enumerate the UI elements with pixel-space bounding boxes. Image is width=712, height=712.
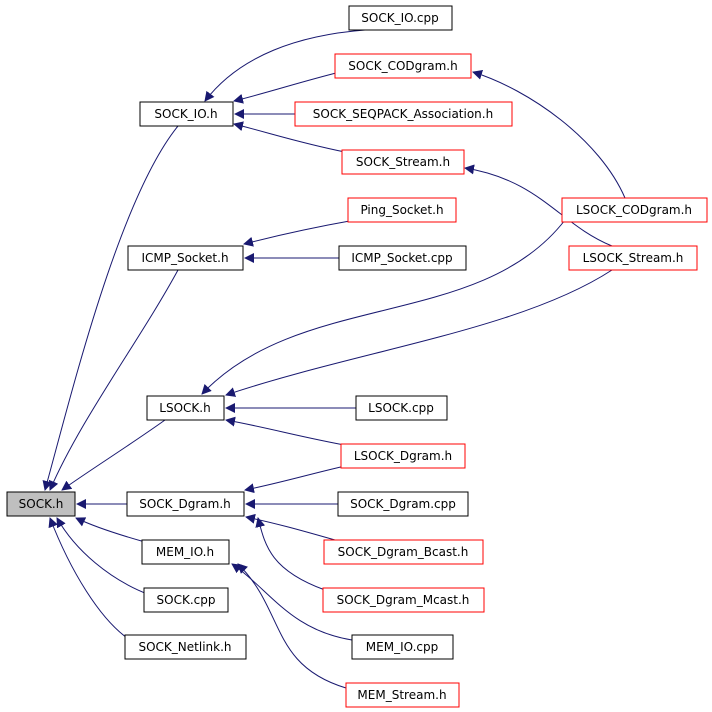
node-mem-io-cpp[interactable]: MEM_IO.cpp (351, 634, 454, 660)
nodes-layer: SOCK.h SOCK_IO.h ICMP_Socket.h LSOCK.h S… (6, 5, 708, 708)
edge-lsock_dgram_h-to-lsock_h (225, 416, 351, 447)
node-sock-dgram-bcast-h[interactable]: SOCK_Dgram_Bcast.h (323, 539, 484, 565)
edge-lsock_h-to-sock_h (61, 419, 166, 491)
edge-sock_io_h-to-sock_h (42, 125, 179, 491)
node-label: SOCK_IO.h (154, 107, 217, 121)
node-lsock-cpp[interactable]: LSOCK.cpp (355, 395, 448, 421)
node-lsock-stream-h[interactable]: LSOCK_Stream.h (568, 245, 698, 271)
node-label: ICMP_Socket.cpp (351, 251, 452, 265)
edge-sock_dgram_bcast_h-to-sock_dgram_h (245, 513, 336, 541)
node-label: Ping_Socket.h (360, 203, 443, 217)
node-label: LSOCK_Dgram.h (354, 449, 452, 463)
node-label: SOCK_Dgram.cpp (350, 497, 456, 511)
edge-lsock_dgram_h-to-sock_dgram_h (244, 465, 346, 494)
node-label: SOCK_CODgram.h (348, 59, 457, 73)
edge-sock_codgram_h-to-sock_io_h (233, 71, 341, 104)
node-label: SOCK_Dgram_Mcast.h (337, 593, 470, 607)
node-sock-codgram-h[interactable]: SOCK_CODgram.h (334, 53, 472, 79)
node-mem-stream-h[interactable]: MEM_Stream.h (345, 682, 460, 708)
node-sock-netlink-h[interactable]: SOCK_Netlink.h (124, 634, 247, 660)
edge-lsock_codgram_h-to-sock_codgram_h (472, 69, 626, 199)
node-label: LSOCK_CODgram.h (576, 203, 692, 217)
node-label: LSOCK.cpp (368, 401, 434, 415)
edge-sock_dgram_mcast_h-to-sock_dgram_h (255, 517, 326, 591)
edge-mem_io_h-to-sock_h (75, 517, 146, 543)
node-sock-io-cpp[interactable]: SOCK_IO.cpp (348, 5, 453, 31)
node-label: MEM_IO.cpp (366, 640, 438, 654)
node-ping-socket-h[interactable]: Ping_Socket.h (347, 197, 457, 223)
node-sock-dgram-mcast-h[interactable]: SOCK_Dgram_Mcast.h (322, 587, 485, 613)
edge-lsock_stream_h-to-lsock_h (225, 269, 613, 397)
node-label: LSOCK_Stream.h (583, 251, 684, 265)
node-sock-h[interactable]: SOCK.h (6, 491, 76, 517)
edges-layer (42, 29, 626, 689)
edge-icmp_socket_h-to-sock_h (48, 269, 179, 491)
node-label: SOCK_SEQPACK_Association.h (313, 107, 493, 121)
edge-sock_cpp-to-sock_h (56, 517, 151, 596)
node-mem-io-h[interactable]: MEM_IO.h (141, 539, 230, 565)
node-sock-dgram-h[interactable]: SOCK_Dgram.h (126, 491, 245, 517)
edge-sock_netlink_h-to-sock_h (48, 517, 131, 641)
node-label: MEM_IO.h (156, 545, 214, 559)
node-label: LSOCK.h (159, 401, 210, 415)
edge-sock_io_cpp-to-sock_io_h (204, 29, 366, 102)
edge-lsock_stream_h-to-sock_stream_h (464, 164, 613, 247)
node-sock-dgram-cpp[interactable]: SOCK_Dgram.cpp (337, 491, 469, 517)
node-label: SOCK.cpp (157, 593, 216, 607)
node-lsock-h[interactable]: LSOCK.h (146, 395, 225, 421)
node-label: SOCK_Dgram_Bcast.h (338, 545, 469, 559)
edge-lsock_codgram_h-to-lsock_h (201, 219, 566, 395)
node-icmp-socket-cpp[interactable]: ICMP_Socket.cpp (338, 245, 467, 271)
node-sock-cpp[interactable]: SOCK.cpp (143, 587, 229, 613)
node-sock-seqpack-h[interactable]: SOCK_SEQPACK_Association.h (294, 101, 513, 127)
node-label: SOCK_Netlink.h (138, 640, 231, 654)
node-sock-stream-h[interactable]: SOCK_Stream.h (341, 149, 465, 175)
node-label: SOCK_Dgram.h (139, 497, 231, 511)
node-label: SOCK_IO.cpp (361, 11, 438, 25)
edge-mem_stream_h-to-mem_io_h (237, 563, 347, 689)
node-lsock-codgram-h[interactable]: LSOCK_CODgram.h (561, 197, 708, 223)
edge-ping_socket_h-to-icmp_socket_h (243, 219, 356, 247)
node-lsock-dgram-h[interactable]: LSOCK_Dgram.h (340, 443, 466, 469)
node-label: SOCK.h (19, 497, 64, 511)
node-label: ICMP_Socket.h (141, 251, 228, 265)
node-sock-io-h[interactable]: SOCK_IO.h (139, 101, 234, 127)
node-label: SOCK_Stream.h (356, 155, 450, 169)
edge-sock_stream_h-to-sock_io_h (233, 121, 346, 153)
node-icmp-socket-h[interactable]: ICMP_Socket.h (127, 245, 244, 271)
node-label: MEM_Stream.h (357, 688, 446, 702)
